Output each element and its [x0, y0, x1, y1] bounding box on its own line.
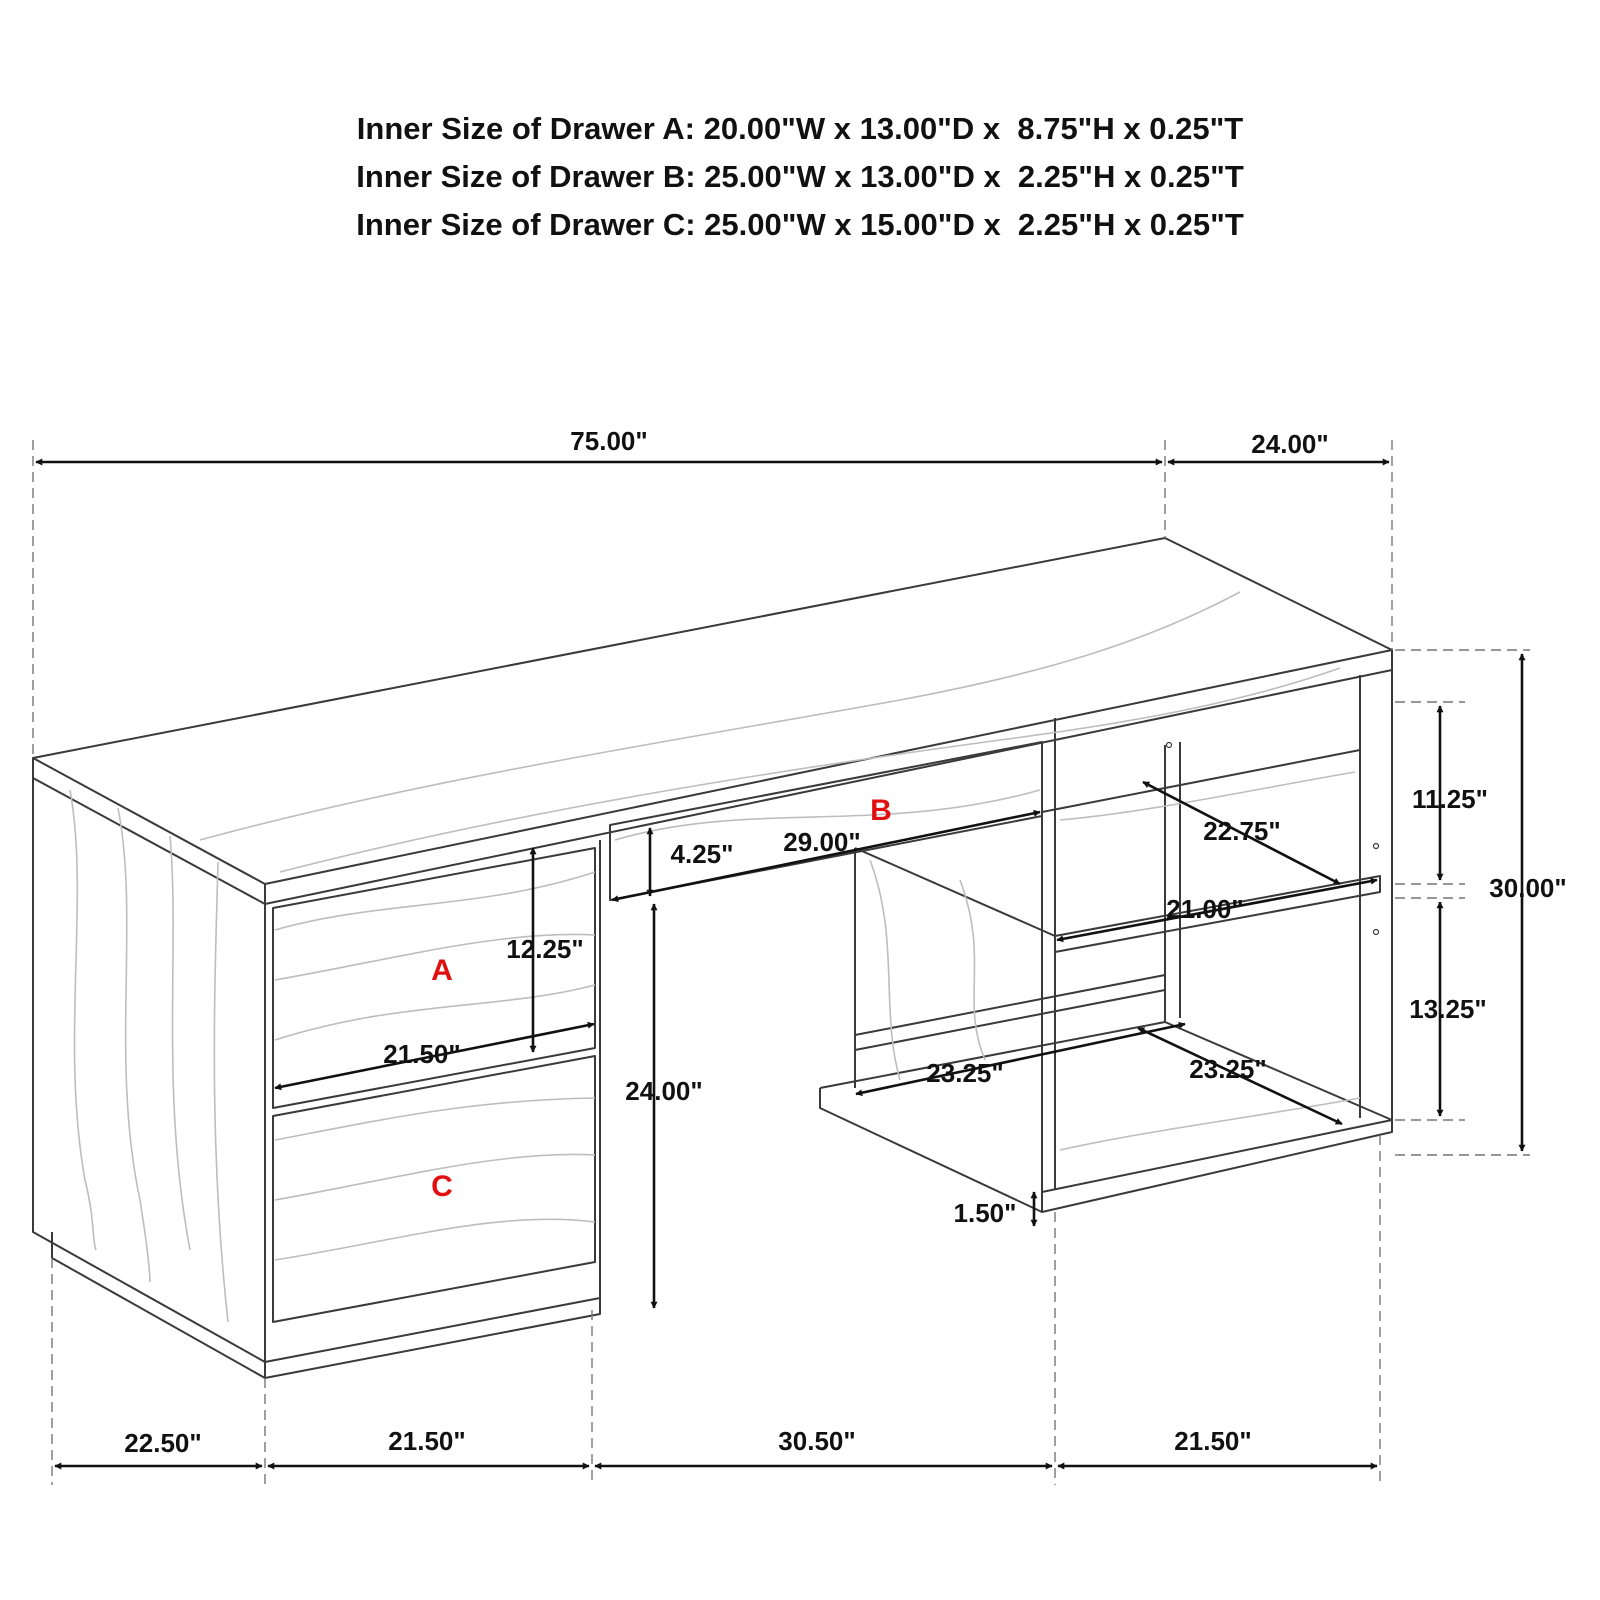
dim-middle-shelf-width: 21.00"	[1166, 894, 1243, 924]
wood-grain	[69, 591, 1361, 1323]
arrow-bottom-depth	[1137, 1026, 1343, 1126]
dim-bottom-shelf-unit-width: 21.50"	[1174, 1426, 1251, 1456]
dim-bottom-depth: 23.25"	[1189, 1054, 1266, 1084]
dim-overall-width: 75.00"	[570, 426, 647, 456]
dim-lower-shelf-height: 13.25"	[1409, 994, 1486, 1024]
drawer-b-label: B	[870, 794, 892, 827]
dim-bottom-knee-width: 30.50"	[778, 1426, 855, 1456]
dim-bottom-width: 23.25"	[926, 1058, 1003, 1088]
dim-drawer-a-height: 12.25"	[506, 934, 583, 964]
dim-drawer-b-height: 4.25"	[671, 839, 734, 869]
dim-overall-depth: 24.00"	[1251, 429, 1328, 459]
spec-drawer-a: Inner Size of Drawer A: 20.00"W x 13.00"…	[356, 111, 1244, 146]
arrow-middle-shelf-width	[1056, 877, 1378, 943]
dim-knee-height: 24.00"	[625, 1076, 702, 1106]
arrow-upper-shelf-depth	[1142, 780, 1341, 886]
arrow-bottom-width	[855, 1021, 1186, 1097]
dim-upper-shelf-depth: 22.75"	[1203, 816, 1280, 846]
dim-drawer-b-width: 29.00"	[783, 827, 860, 857]
spec-drawer-c: Inner Size of Drawer C: 25.00"W x 15.00"…	[356, 207, 1244, 242]
dim-bottom-pedestal-width: 21.50"	[388, 1426, 465, 1456]
dimension-labels: 75.00" 24.00" 30.00" 11.25" 13.25" 12.25…	[124, 426, 1566, 1458]
drawer-spec-list: Inner Size of Drawer A: 20.00"W x 13.00"…	[0, 105, 1600, 249]
dim-bottom-side-depth: 22.50"	[124, 1428, 201, 1458]
dim-plinth-height: 1.50"	[954, 1198, 1017, 1228]
desk-outline	[32, 537, 1393, 1379]
dim-upper-shelf-height: 11.25"	[1412, 784, 1488, 814]
dim-overall-height: 30.00"	[1489, 873, 1566, 903]
drawer-c-label: C	[431, 1170, 453, 1203]
spec-drawer-b: Inner Size of Drawer B: 25.00"W x 13.00"…	[356, 159, 1244, 194]
dim-drawer-a-width: 21.50"	[383, 1039, 460, 1069]
dimension-arrows	[35, 458, 1526, 1470]
drawer-a-label: A	[431, 954, 453, 987]
arrow-drawer-a-width	[274, 1021, 595, 1091]
extension-lines	[32, 440, 1530, 1485]
drawer-letters: A B C	[431, 794, 892, 1203]
arrow-drawer-b-width	[611, 809, 1041, 903]
